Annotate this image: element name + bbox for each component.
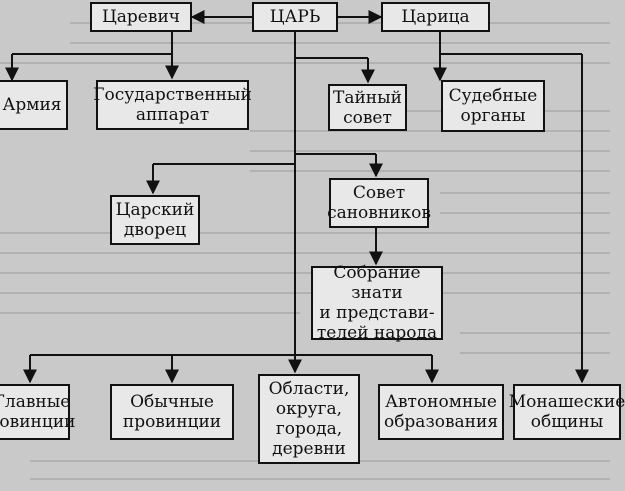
node-tsar-palace: Царский дворец [110,195,200,245]
node-regions: Области, округа, города, деревни [258,374,360,464]
node-state-apparatus: Государственный аппарат [93,80,252,130]
node-autonomous: Автономные образования [378,384,504,440]
node-tsaritsa: Царица [381,2,490,32]
node-main-provinces: Главные ровинции [0,384,75,440]
node-ordinary-provinces: Обычные провинции [110,384,234,440]
node-tsar: ЦАРЬ [252,2,338,32]
node-tsarevich: Царевич [90,2,192,32]
node-assembly: Собрание знати и представи- телей народа [311,263,443,343]
node-secret-council: Тайный совет [328,84,407,131]
node-army: Армия [0,80,68,130]
node-judicial: Судебные органы [441,80,545,132]
node-monastic: Монашеские общины [509,384,625,440]
node-council-dignitaries: Совет сановников [327,178,431,228]
